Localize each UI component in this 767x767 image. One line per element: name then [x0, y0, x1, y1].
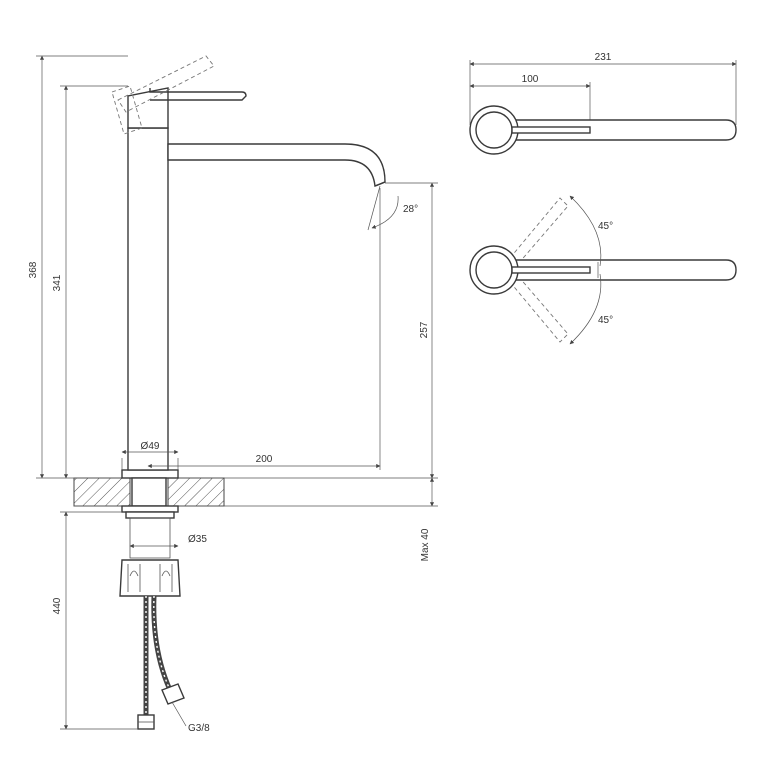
hose-thread-label: G3/8 [188, 723, 210, 734]
rotation-up-label: 45° [598, 221, 613, 232]
faucet-body [111, 55, 386, 479]
top-length-label: 231 [595, 52, 612, 63]
body-height-label: 341 [52, 274, 63, 291]
side-dimensions [36, 55, 438, 730]
mounting-assembly [119, 477, 181, 597]
outlet-height-label: 257 [419, 321, 430, 338]
total-height-label: 368 [28, 261, 39, 278]
top-view-handle [469, 105, 737, 155]
top-view-dimensions: 231 100 [469, 52, 737, 125]
side-view: 368 341 257 28° Ø49 200 Ø35 Max 40 440 G… [28, 55, 438, 734]
max-worktop-label: Max 40 [420, 528, 431, 561]
top-pivot-offset-label: 100 [522, 74, 539, 85]
supply-hoses [137, 595, 185, 730]
hose-length-label: 440 [52, 597, 63, 614]
base-diameter-label: Ø49 [141, 441, 160, 452]
spout-reach-label: 200 [256, 454, 273, 465]
mount-diameter-label: Ø35 [188, 534, 207, 545]
rotation-down-label: 45° [598, 315, 613, 326]
spout-angle-label: 28° [403, 204, 418, 215]
rotation-view: 45° 45° [469, 195, 737, 345]
